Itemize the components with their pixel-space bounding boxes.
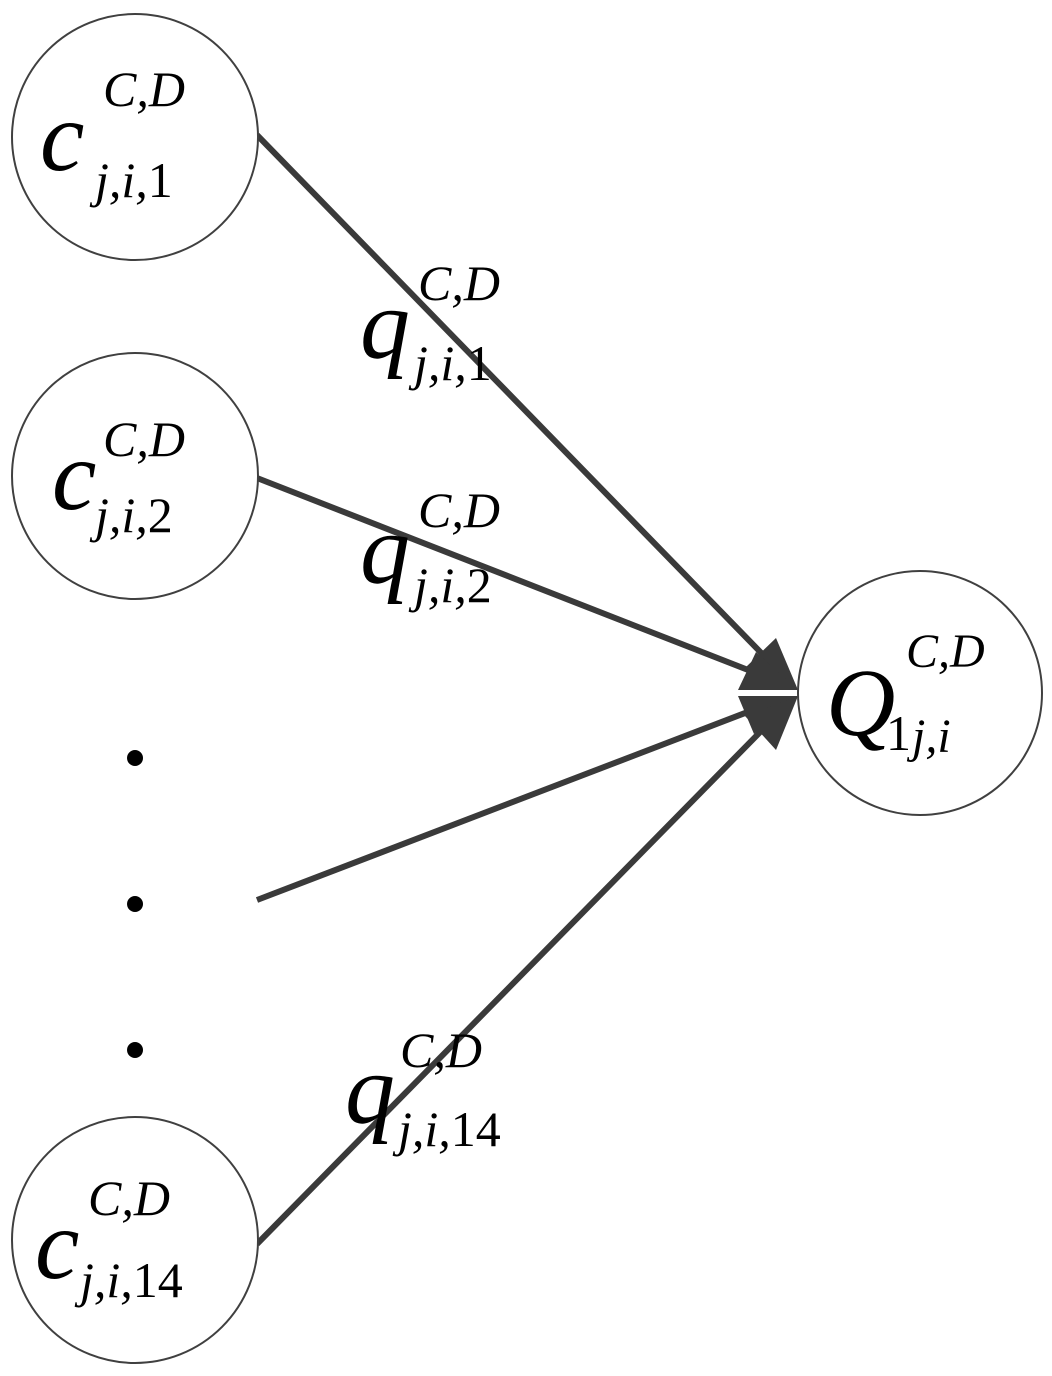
arrowhead-2 <box>738 652 798 690</box>
ellipsis-dot <box>127 896 143 912</box>
node-circle <box>11 1116 259 1364</box>
node-base: Q <box>826 649 895 756</box>
edge-label-q2: q C,D j,i,2 <box>360 482 500 613</box>
node-sub: j,i, <box>89 152 148 208</box>
edge-label-sub: j,i, <box>392 1101 451 1157</box>
node-prefix-num: 1 <box>886 705 911 761</box>
node-circle <box>11 352 259 600</box>
edge-label-base: q <box>360 494 410 605</box>
edge-label-sub-num: 2 <box>467 557 492 613</box>
svg-text:j,i,1: j,i,1 <box>408 335 492 391</box>
node-c2: c C,D j,i,2 <box>11 352 259 600</box>
node-sup: C,D <box>103 411 185 467</box>
edges <box>254 132 798 1247</box>
edge-label-q14: q C,D j,i,14 <box>345 1022 501 1157</box>
edge-c1-to-q1 <box>254 132 775 667</box>
node-sup: C,D <box>906 625 985 678</box>
edge-label-sub: j,i, <box>408 557 467 613</box>
edge-label-sup: C,D <box>418 482 500 538</box>
node-circle <box>11 13 259 261</box>
svg-text:j,i,2: j,i,2 <box>89 487 173 543</box>
edge-ellipsis-to-q1 <box>255 702 768 903</box>
node-base: c <box>35 1189 79 1300</box>
svg-text:j,i,2: j,i,2 <box>408 557 492 613</box>
edge-label-sub-num: 1 <box>467 335 492 391</box>
svg-text:j,i,14: j,i,14 <box>74 1252 183 1308</box>
edge-label-sup: C,D <box>400 1022 482 1078</box>
ellipsis <box>127 750 143 1058</box>
edge-label-sub-num: 14 <box>451 1101 501 1157</box>
node-sub-num: 1 <box>148 152 173 208</box>
node-base: c <box>40 81 84 192</box>
ellipsis-dot <box>127 1042 143 1058</box>
edge-label-q1: q C,D j,i,1 <box>360 255 500 391</box>
svg-text:j,i,14: j,i,14 <box>392 1101 501 1157</box>
node-c1: c C,D j,i,1 <box>11 13 259 261</box>
node-circle <box>797 570 1043 816</box>
edge-label-sub: j,i, <box>408 335 467 391</box>
node-c14: c C,D j,i,14 <box>11 1116 259 1364</box>
arrowhead-4 <box>745 696 798 750</box>
edge-label-base: q <box>345 1034 395 1145</box>
edge-c2-to-q1 <box>255 475 768 680</box>
node-q1: Q C,D 1 j,i <box>797 570 1043 816</box>
node-sub-num: 14 <box>133 1252 183 1308</box>
edge-label-base: q <box>360 269 410 380</box>
node-sub-num: 2 <box>148 487 173 543</box>
edge-c14-to-q1 <box>254 717 775 1247</box>
node-sup: C,D <box>103 61 185 117</box>
node-sub: j,i <box>906 710 951 763</box>
ellipsis-dot <box>127 750 143 766</box>
node-sub: j,i, <box>74 1252 133 1308</box>
svg-text:j,i,1: j,i,1 <box>89 152 173 208</box>
arrowhead-1 <box>745 638 798 690</box>
edge-label-sup: C,D <box>418 255 500 311</box>
node-sub: j,i, <box>89 487 148 543</box>
node-sup: C,D <box>88 1170 170 1226</box>
node-base: c <box>52 420 96 531</box>
